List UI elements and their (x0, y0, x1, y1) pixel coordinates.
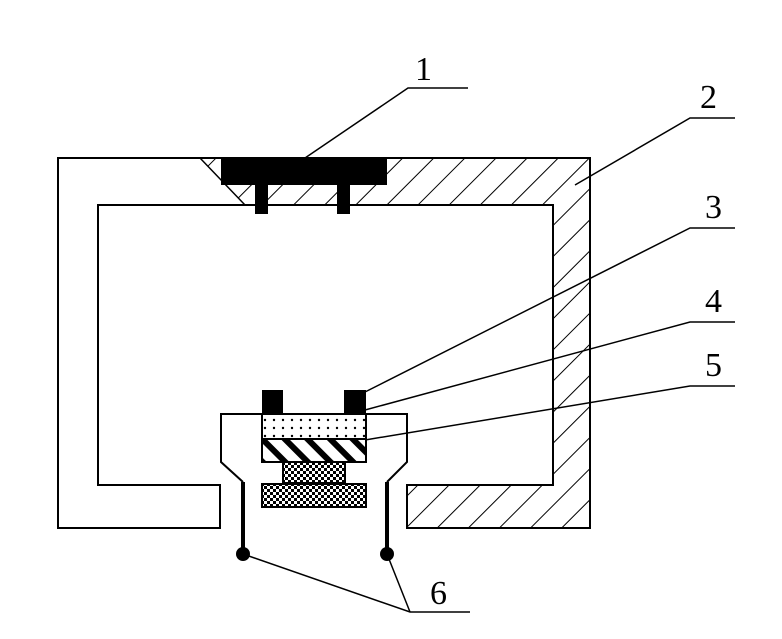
layer-4-dotted (261, 413, 367, 440)
leader-2 (574, 117, 735, 186)
housing-outline (57, 157, 591, 529)
label-1: 1 (415, 51, 432, 88)
layer-5-hatched (261, 438, 367, 463)
block-large-checkered (261, 483, 367, 508)
leader-1 (304, 87, 468, 159)
label-5: 5 (705, 347, 722, 384)
leader-4 (364, 321, 735, 411)
top-component-1 (221, 159, 387, 214)
electrode-left (262, 390, 283, 415)
block-small-checkered (282, 461, 346, 484)
leader-5 (364, 385, 735, 441)
label-3: 3 (705, 189, 722, 226)
housing-hatched-region (200, 158, 590, 528)
label-6: 6 (430, 575, 447, 612)
electrode-right (344, 390, 366, 415)
leader-3 (364, 227, 735, 393)
label-2: 2 (700, 79, 717, 116)
leader-6b (386, 553, 411, 613)
label-4: 4 (705, 283, 722, 320)
leader-lines (242, 87, 735, 613)
